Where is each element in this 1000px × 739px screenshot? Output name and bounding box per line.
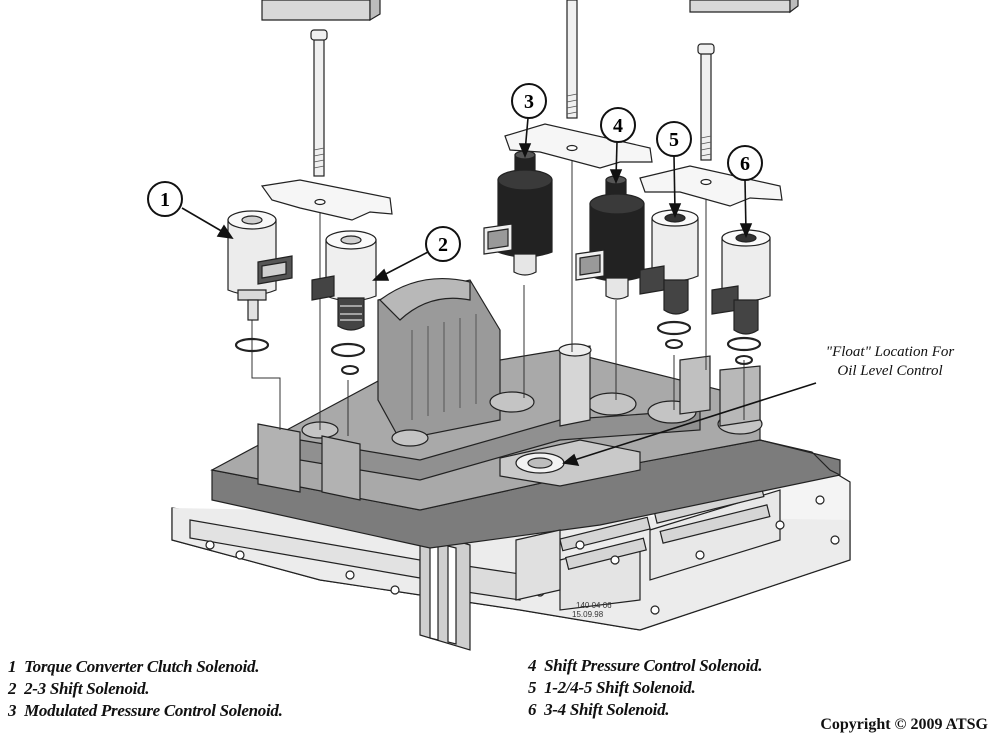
legend-item-3: 3 Modulated Pressure Control Solenoid. — [8, 701, 283, 720]
solenoid-3-modulated-pressure — [483, 150, 553, 276]
float-location-note: "Float" Location For Oil Level Control — [790, 343, 990, 381]
callout-6: 6 — [727, 145, 763, 181]
solenoid-5-shift-1-2-4-5 — [639, 209, 699, 349]
retaining-bolts — [310, 0, 715, 177]
svg-text:2: 2 — [438, 234, 448, 256]
float-note-line-1: "Float" Location For — [825, 344, 955, 360]
legend-item-2: 2 2-3 Shift Solenoid. — [8, 679, 150, 698]
upper-valve-housing — [210, 277, 841, 601]
solenoid-4-shift-pressure — [575, 175, 645, 300]
svg-text:1: 1 — [160, 189, 170, 211]
svg-text:6: 6 — [740, 153, 750, 175]
legend-item-6: 6 3-4 Shift Solenoid. — [528, 700, 670, 719]
upper-housing-fragments — [261, 0, 799, 22]
legend-item-5: 5 1-2/4-5 Shift Solenoid. — [528, 678, 696, 697]
callout-4: 4 — [600, 107, 636, 143]
callout-5: 5 — [656, 121, 692, 157]
plate-stamp: 140 04 06 15.09.98 — [572, 601, 612, 619]
assembly-guide-lines — [251, 150, 745, 436]
legend-right: 4 Shift Pressure Control Solenoid. 5 1-2… — [528, 655, 762, 721]
callout-2: 2 — [425, 226, 461, 262]
callout-3: 3 — [511, 83, 547, 119]
solenoid-2-shift-2-3 — [311, 230, 377, 375]
callout-1: 1 — [147, 181, 183, 217]
svg-text:140 04 06: 140 04 06 — [576, 601, 612, 610]
svg-text:5: 5 — [669, 129, 679, 151]
svg-text:3: 3 — [524, 91, 534, 113]
retaining-brackets — [260, 123, 783, 221]
legend-left: 1 Torque Converter Clutch Solenoid. 2 2-… — [8, 656, 283, 722]
legend-item-4: 4 Shift Pressure Control Solenoid. — [528, 656, 763, 675]
callout-leaders — [181, 117, 817, 466]
legend-item-1: 1 Torque Converter Clutch Solenoid. — [8, 657, 260, 676]
svg-text:15.09.98: 15.09.98 — [572, 610, 604, 619]
copyright-notice: Copyright © 2009 ATSG — [820, 716, 988, 733]
solenoid-1-tcc — [227, 210, 293, 353]
float-note-line-2: Oil Level Control — [837, 363, 943, 379]
solenoid-6-shift-3-4 — [711, 229, 771, 365]
svg-text:4: 4 — [613, 115, 623, 137]
